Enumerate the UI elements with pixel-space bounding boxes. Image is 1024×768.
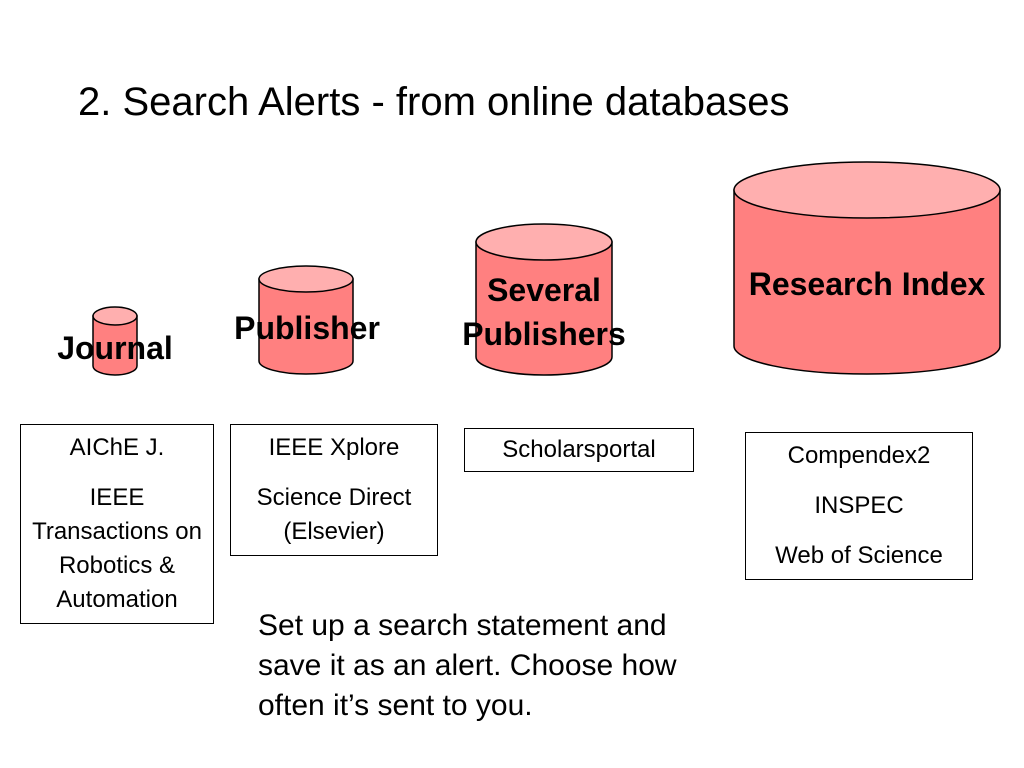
- journal-resources-box: AIChE J. IEEE Transactions on Robotics &…: [20, 424, 214, 624]
- several-publishers-resources-box: Scholarsportal: [464, 428, 694, 472]
- slide-title: 2. Search Alerts - from online databases: [78, 80, 790, 124]
- tier-label-publisher: Publisher: [234, 310, 380, 346]
- instruction-note: Set up a search statement and save it as…: [258, 609, 677, 722]
- resource-entry: Web of Science: [775, 542, 943, 569]
- resource-entry: Compendex2: [787, 442, 931, 469]
- tier-label-several-publishers: Several Publishers: [462, 272, 626, 352]
- publisher-resources-box: IEEE Xplore Science Direct (Elsevier): [230, 424, 438, 556]
- resource-entry: IEEE Xplore: [268, 434, 400, 461]
- tier-label-research-index: Research Index: [748, 266, 986, 302]
- resource-entry: IEEE Transactions on Robotics & Automati…: [32, 484, 202, 613]
- research-index-resources-box: Compendex2 INSPEC Web of Science: [745, 432, 973, 580]
- several-publishers-cylinder-icon: [475, 223, 613, 376]
- tier-label-journal: Journal: [57, 330, 173, 366]
- research-index-cylinder-icon: [733, 161, 1001, 375]
- resource-entry: AIChE J.: [69, 434, 165, 461]
- resource-entry: Science Direct (Elsevier): [256, 484, 412, 545]
- resource-entry: INSPEC: [814, 492, 904, 519]
- journal-cylinder-icon: [92, 306, 138, 376]
- publisher-cylinder-icon: [258, 265, 354, 375]
- resource-entry: Scholarsportal: [502, 436, 656, 463]
